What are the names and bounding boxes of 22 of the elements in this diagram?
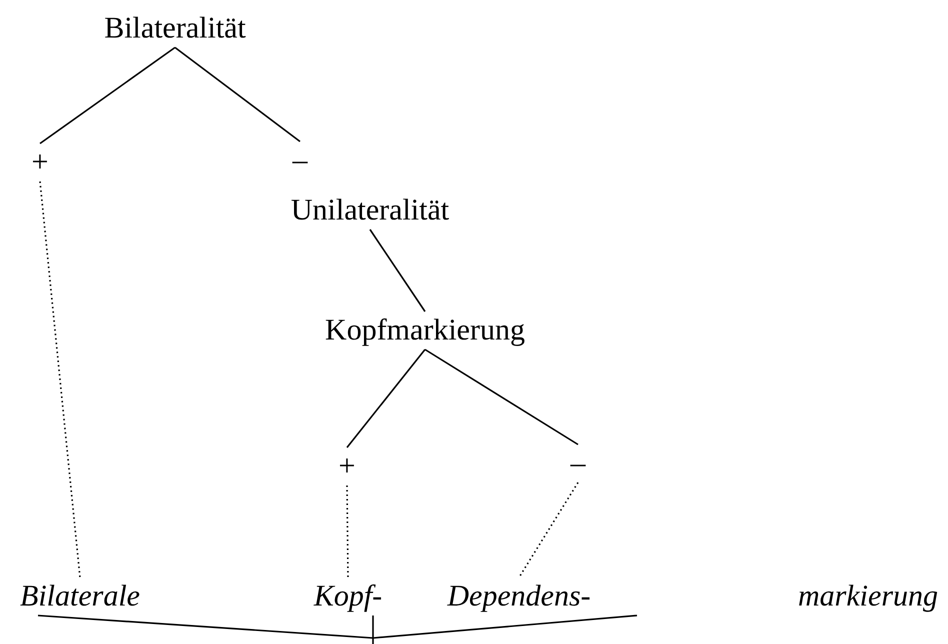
dotted-line — [346, 486, 349, 578]
plus-sign: + — [32, 146, 48, 178]
tree-branch-line — [369, 229, 426, 312]
tree-node-label: Unilateralität — [290, 194, 450, 226]
minus-sign: – — [570, 446, 586, 480]
tree-branch-line — [424, 348, 578, 446]
dotted-line — [518, 482, 579, 578]
word-part: markierung — [798, 580, 938, 612]
tree-branch-line — [174, 46, 300, 142]
word-part: Bilaterale — [20, 580, 140, 612]
tree-node-label: Kopfmarkierung — [325, 314, 525, 346]
dotted-line — [39, 181, 81, 578]
tree-branch-line — [372, 616, 374, 644]
word-part: Dependens- — [447, 580, 591, 612]
minus-sign: – — [292, 144, 308, 176]
word-part: Kopf- — [314, 580, 382, 612]
tree-branch-line — [346, 349, 426, 448]
tree-node-label: Bilateralität — [104, 12, 246, 44]
tree-branch-line — [38, 614, 374, 639]
tree-branch-line — [40, 46, 176, 144]
plus-sign: + — [338, 450, 356, 482]
tree-branch-line — [372, 614, 638, 639]
